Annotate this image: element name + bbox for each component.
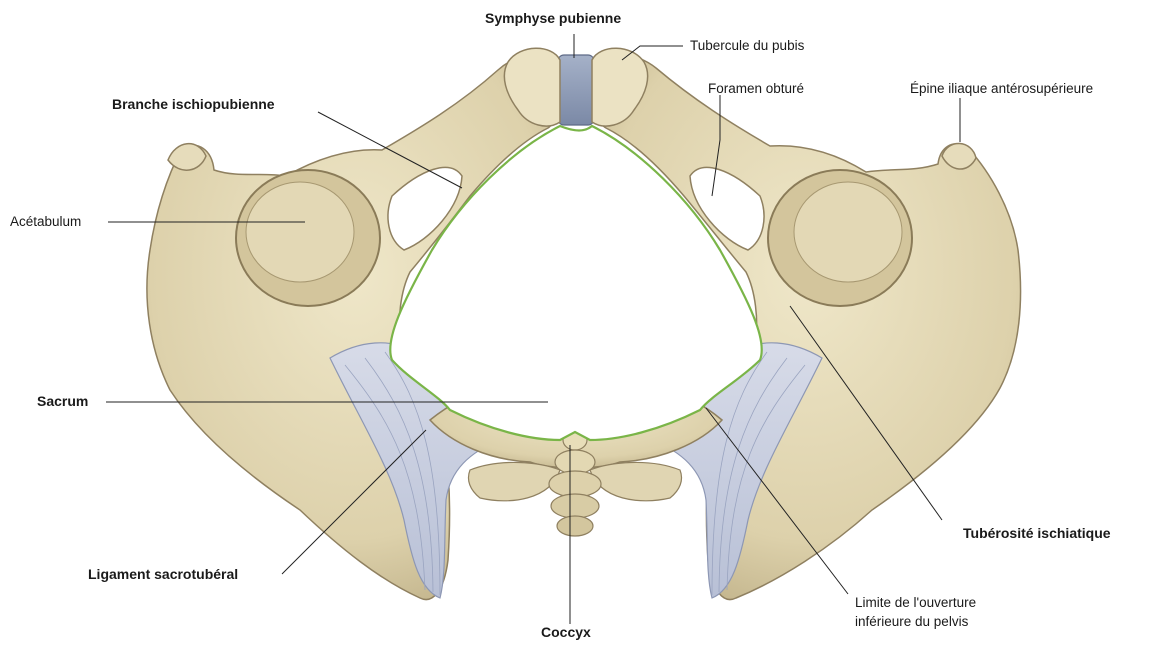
label-tuberosite-ischiatique: Tubérosité ischiatique xyxy=(963,525,1111,542)
label-branche-ischiopubienne: Branche ischiopubienne xyxy=(112,96,275,113)
label-sacrum: Sacrum xyxy=(37,393,88,410)
label-ligament-sacrotuberal: Ligament sacrotubéral xyxy=(88,566,238,583)
label-epine-iliaque: Épine iliaque antérosupérieure xyxy=(910,80,1093,97)
label-symphyse-pubienne: Symphyse pubienne xyxy=(485,10,621,27)
label-limite-ouverture-line2: inférieure du pelvis xyxy=(855,613,968,630)
label-acetabulum: Acétabulum xyxy=(10,213,81,230)
label-foramen-obture: Foramen obturé xyxy=(708,80,804,97)
pubic-symphysis xyxy=(558,55,594,125)
label-coccyx: Coccyx xyxy=(541,624,591,641)
label-tubercule-pubis: Tubercule du pubis xyxy=(690,37,804,54)
label-limite-ouverture-line1: Limite de l'ouverture xyxy=(855,594,976,611)
